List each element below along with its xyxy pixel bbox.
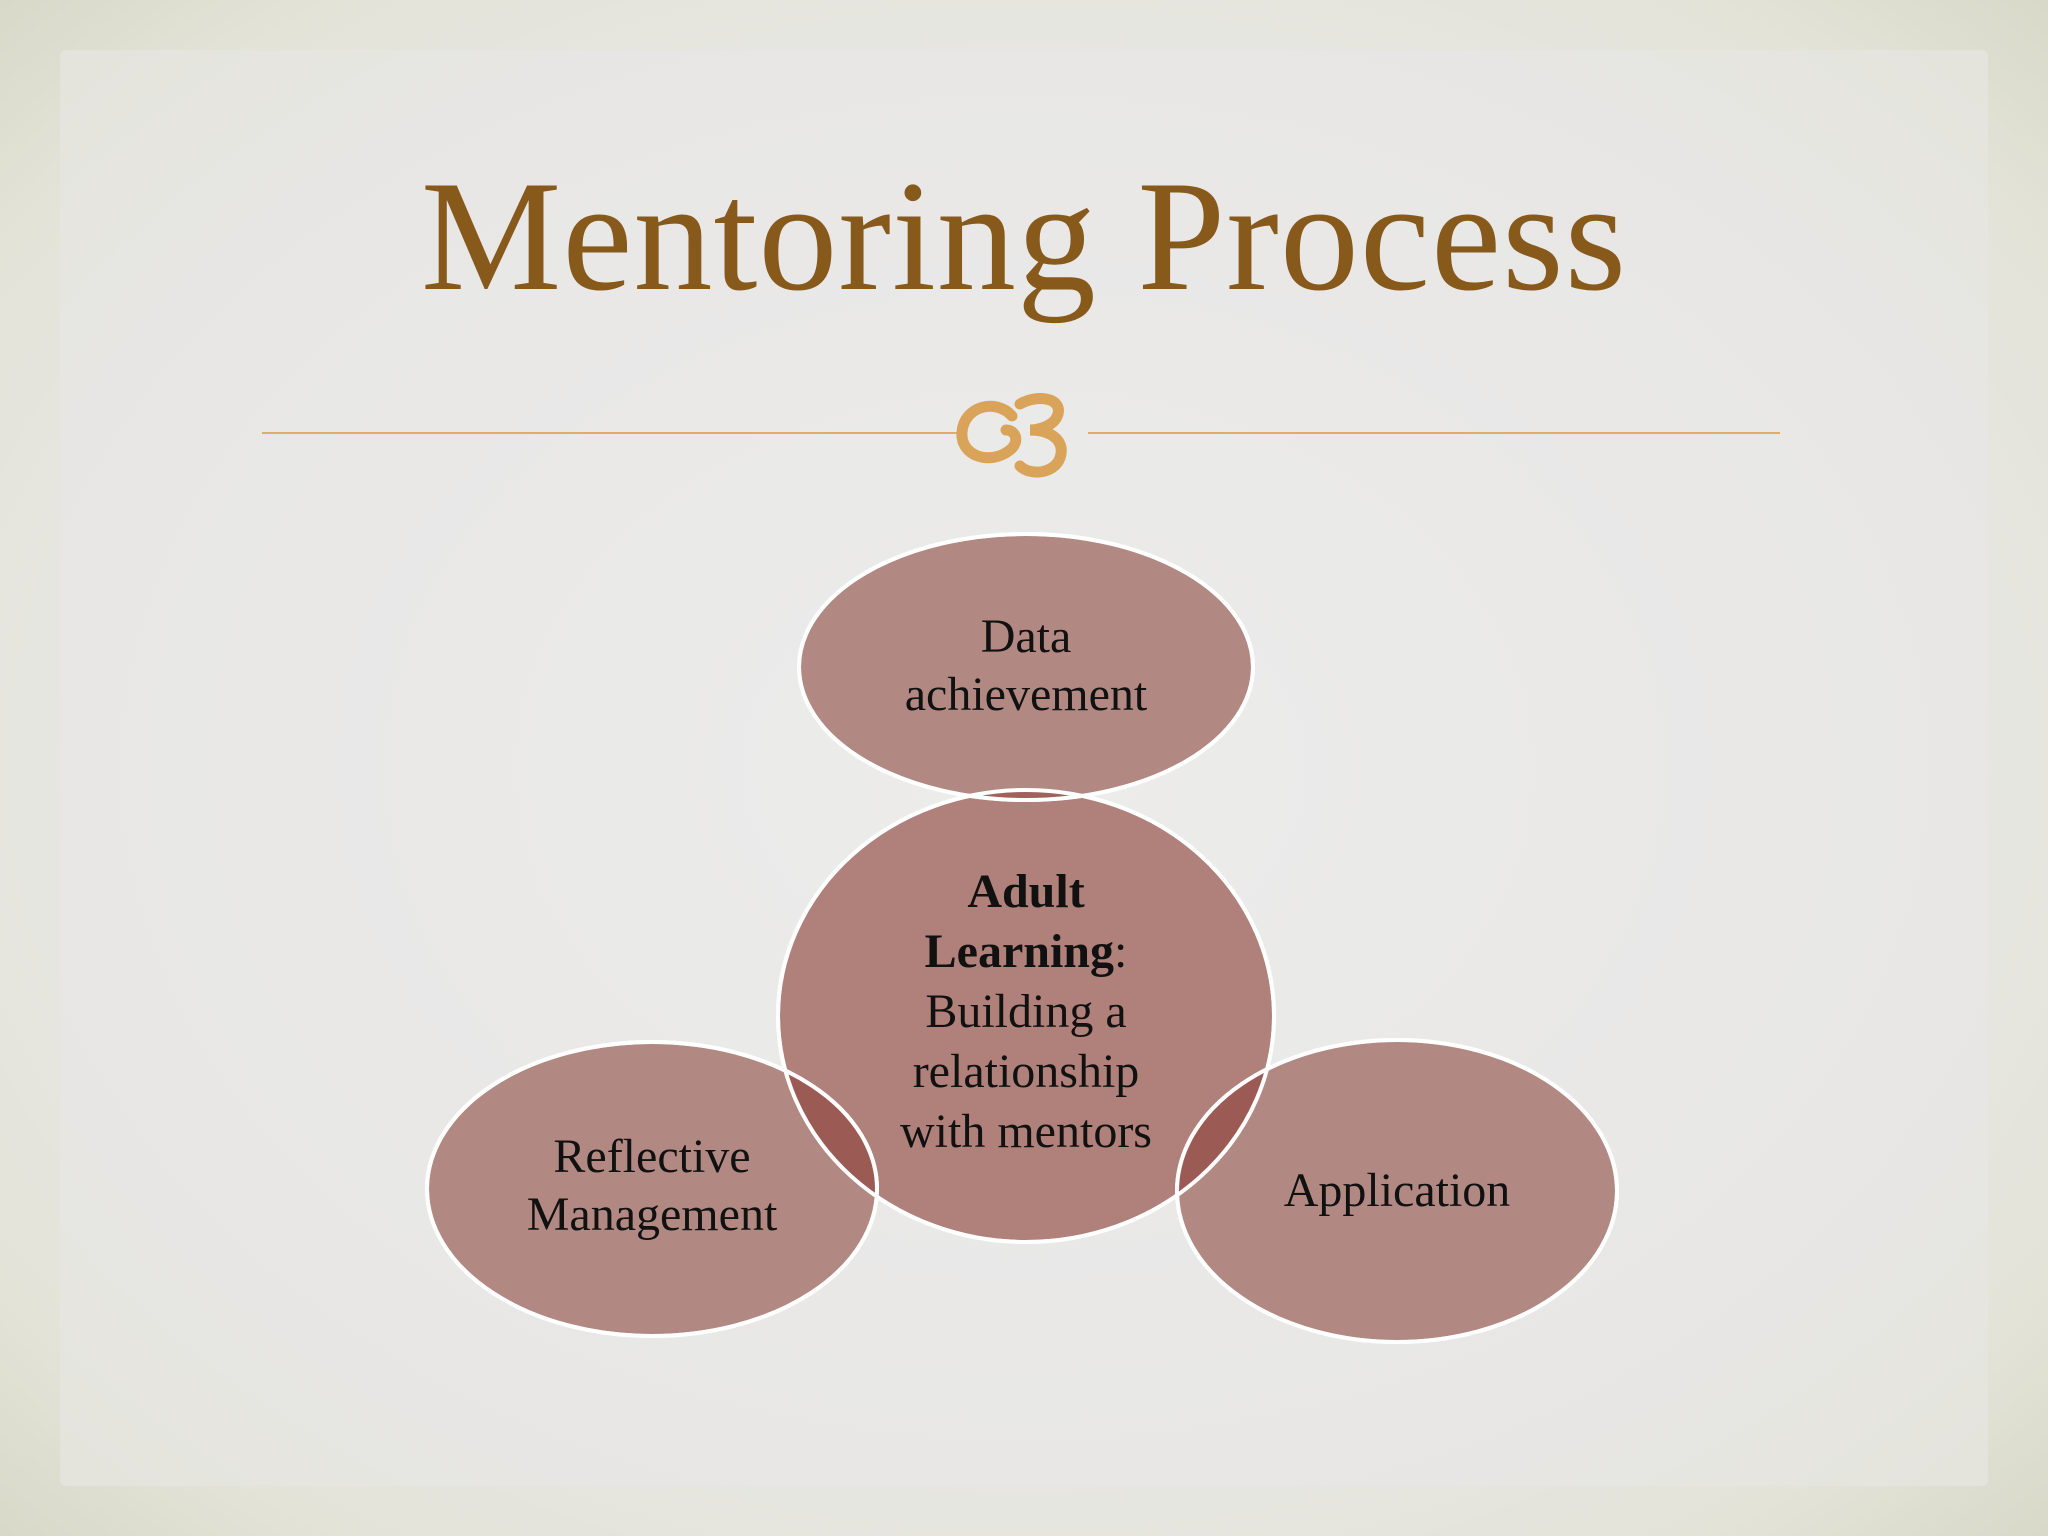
right-node-outline [1175, 1038, 1619, 1344]
center-node-line4: relationship [912, 1045, 1140, 1098]
top-node-line2: achievement [904, 668, 1148, 721]
left-node-outline [425, 1040, 879, 1338]
center-node-bold-line2: Learning [924, 925, 1114, 978]
center-node-bold-line1: Adult [967, 865, 1085, 918]
left-node-line2: Management [526, 1188, 778, 1241]
left-node-line1: Reflective [553, 1130, 751, 1183]
top-node-outline [797, 532, 1255, 802]
center-node-colon: : [1114, 925, 1128, 978]
center-node-outline [776, 788, 1276, 1244]
title-divider-left [262, 432, 962, 434]
center-node-line2: Learning: [826, 922, 1226, 982]
right-node-label: Application [1197, 1162, 1597, 1220]
page-title: Mentoring Process [420, 149, 1628, 324]
scroll-flourish-icon [956, 393, 1067, 478]
center-node-line5: with mentors [900, 1105, 1152, 1158]
top-node-line1: Data [980, 610, 1072, 663]
left-node-label: Reflective Management [452, 1128, 852, 1244]
top-node-label: Data achievement [826, 608, 1226, 724]
title-divider-right [1088, 432, 1780, 434]
center-node-label: Adult Learning: Building a relationship … [826, 862, 1226, 1162]
center-node-line1: Adult [826, 862, 1226, 922]
right-node-line1: Application [1283, 1164, 1511, 1217]
center-node-line3: Building a [925, 985, 1127, 1038]
